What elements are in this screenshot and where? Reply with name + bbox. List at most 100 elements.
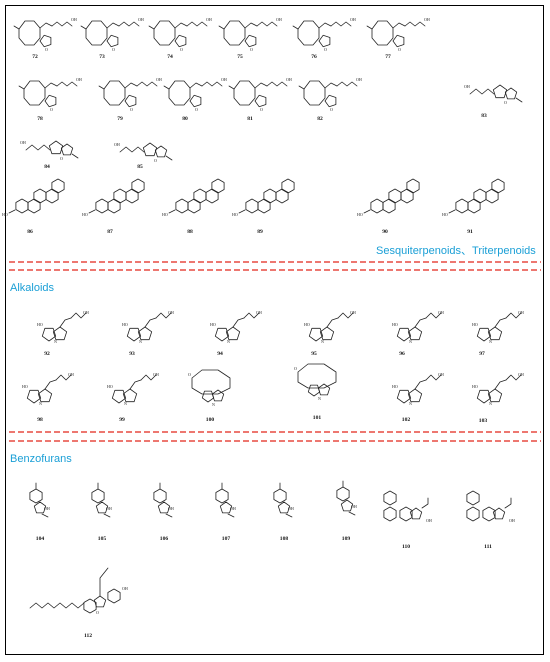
atom-label: OH (518, 372, 524, 377)
atom-label: O (330, 107, 333, 112)
atom-label: O (195, 107, 198, 112)
bond-path (281, 178, 295, 194)
atom-label: O (112, 47, 115, 52)
atom-label: OH (153, 372, 159, 377)
bond-path (174, 34, 187, 48)
atom-label: OH (68, 372, 74, 377)
atom-label: OH (276, 17, 282, 22)
bond-path (466, 490, 480, 506)
compound-number: 73 (99, 54, 105, 60)
sesquiterpenoid-structure: O OH (298, 77, 362, 112)
atom-label: OH (350, 310, 356, 315)
bond-path (52, 326, 68, 341)
bond-path (148, 25, 155, 30)
bond-path (244, 22, 258, 29)
bond-path (363, 209, 371, 214)
benzofuran-structure: OH (91, 482, 112, 518)
bond-path (228, 85, 235, 90)
bond-path (33, 188, 47, 204)
atom-label: OH (44, 506, 50, 511)
bond-path (232, 317, 245, 328)
atom-label: HO (357, 212, 363, 217)
bond-path (297, 363, 337, 389)
triterpenoid-structure: HO (162, 178, 225, 217)
bond-path (39, 22, 53, 29)
compound-number: 85 (137, 164, 143, 170)
bond-path (485, 188, 499, 204)
bond-path (137, 326, 153, 341)
atom-label: HO (122, 322, 128, 327)
bond-path (33, 501, 47, 514)
bond-path (223, 20, 246, 46)
atom-label: N (409, 339, 412, 344)
bond-path (39, 34, 52, 48)
bond-path (366, 25, 373, 30)
compound-number: 106 (160, 536, 169, 542)
atom-label: N (489, 339, 492, 344)
bond-path (448, 209, 456, 214)
atom-label: HO (232, 212, 238, 217)
bond-path (326, 317, 339, 328)
compound-number: 105 (98, 536, 107, 542)
bond-path (227, 513, 235, 518)
atom-label: OH (106, 506, 112, 511)
bond-path (189, 94, 202, 108)
atom-label: O (250, 47, 253, 52)
bond-path (307, 384, 321, 397)
bond-path (51, 21, 73, 27)
sesquiterpenoid-structure: OOH (292, 17, 356, 52)
atom-label: OH (230, 506, 236, 511)
bond-path (400, 188, 414, 204)
benzofuran-structure: OH (215, 482, 236, 518)
atom-label: HO (107, 384, 113, 389)
bond-path (55, 374, 72, 381)
bond-path (318, 22, 332, 29)
bond-path (211, 389, 225, 402)
atom-label: OH (518, 310, 524, 315)
bond-path (371, 20, 394, 46)
bond-path (95, 198, 109, 214)
bond-path (388, 188, 402, 204)
molecule-layer: OOHOOHOOHOOHOOHOOHOOHOOHOOHOOHOOHOOHOOHO… (2, 17, 524, 615)
bond-path (491, 178, 505, 194)
macrocyclic-alkaloid-structure: ON (188, 369, 231, 407)
atom-label: OH (438, 310, 444, 315)
benzofuran-biaryl-structure: OH (383, 490, 432, 523)
atom-label: O (324, 47, 327, 52)
atom-label: N (54, 339, 57, 344)
sesquiterpenoid-structure: OOH (163, 77, 227, 112)
compound-number: 101 (313, 415, 322, 421)
compound-number: 98 (37, 417, 43, 423)
bond-path (266, 81, 288, 87)
macrocyclic-alkaloid-structure: ON (294, 363, 337, 401)
bond-path (51, 178, 65, 194)
compound-number: 95 (311, 351, 317, 357)
bond-path (26, 389, 42, 404)
compound-number: 86 (27, 229, 33, 235)
atom-label: OH (356, 77, 362, 82)
bond-path (37, 388, 53, 403)
compound-number: 89 (257, 229, 263, 235)
atom-label: HO (442, 212, 448, 217)
benzofuran-ester-structure: OHO (29, 567, 128, 615)
bond-path (505, 312, 522, 319)
atom-label: N (318, 396, 321, 401)
sesquiterpenoid-structure: OOH (366, 17, 430, 52)
compound-number: 74 (167, 54, 173, 60)
bond-path (107, 588, 121, 604)
bond-path (25, 144, 51, 151)
bond-path (504, 497, 512, 509)
bond-path (482, 506, 496, 522)
bond-path (91, 488, 105, 504)
compound-number: 83 (481, 113, 487, 119)
sesquiterpenoid-structure: OOH (18, 77, 82, 112)
spiroketal-structure: OOH (20, 140, 79, 161)
bond-path (476, 389, 492, 404)
bond-path (467, 198, 481, 214)
bond-path (425, 312, 442, 319)
compound-number: 77 (385, 54, 391, 60)
spiroketal-structure: OOH (464, 84, 523, 105)
bond-path (44, 82, 58, 89)
